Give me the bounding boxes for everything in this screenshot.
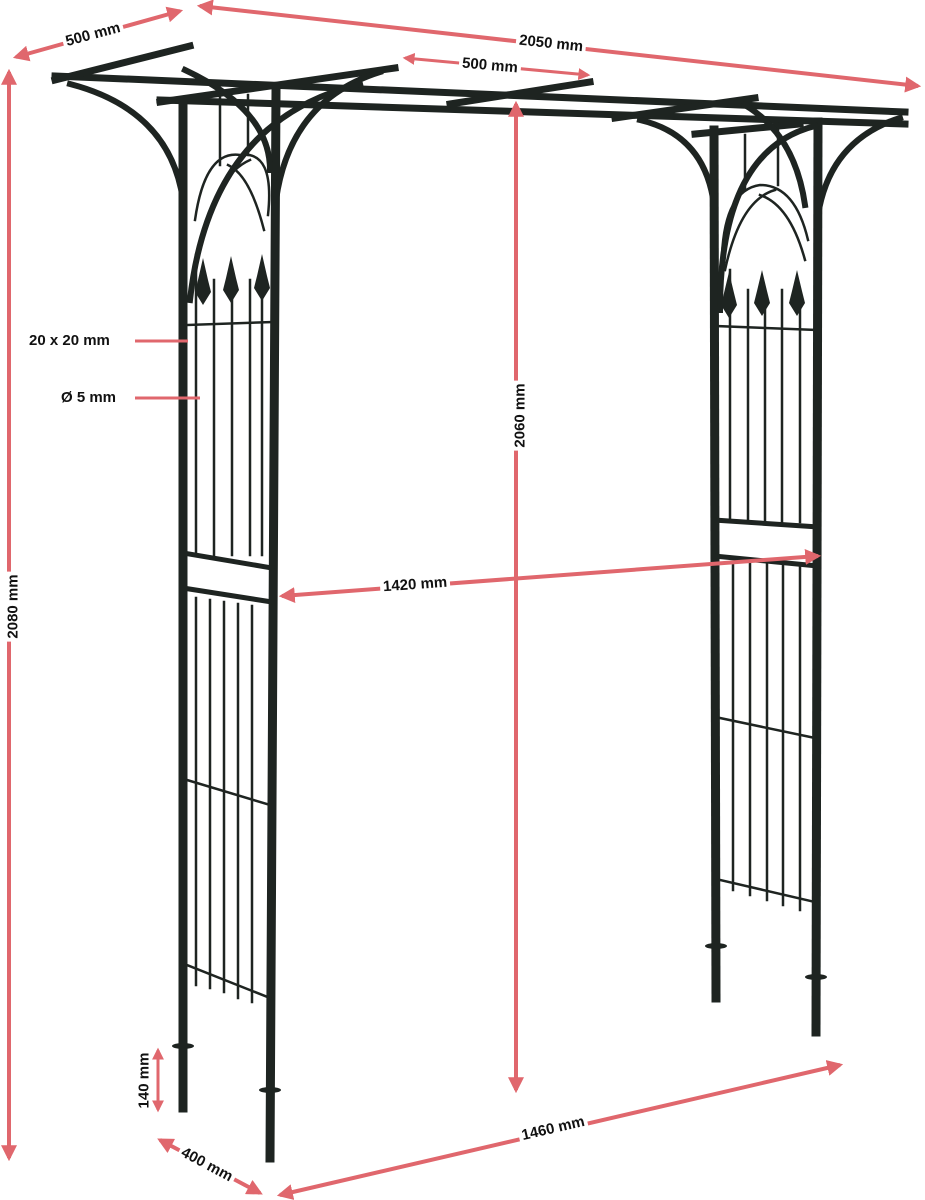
- left-lower-grid: [185, 596, 272, 1004]
- right-lower-grid: [718, 560, 817, 912]
- label-post-section: 20 x 20 mm: [29, 332, 110, 349]
- arch-frame: [50, 41, 909, 1163]
- left-transom: [180, 550, 275, 605]
- label-inner-height: 2060 mm: [511, 380, 529, 451]
- left-posts: [178, 87, 281, 1163]
- ground-spike-discs: [172, 943, 827, 1093]
- leader-lines: [135, 339, 200, 400]
- left-gothic-panel: [186, 93, 274, 557]
- label-ground-spike: 140 mm: [135, 1052, 153, 1109]
- right-curved-braces: [636, 100, 904, 314]
- label-rod-diameter: Ø 5 mm: [61, 389, 117, 406]
- right-gothic-panel: [714, 128, 818, 524]
- label-total-height: 2080 mm: [4, 571, 22, 642]
- roof-rails: [51, 72, 909, 128]
- right-finials: [721, 270, 805, 318]
- left-finials: [195, 254, 270, 305]
- arrow-inner-width: [278, 548, 822, 604]
